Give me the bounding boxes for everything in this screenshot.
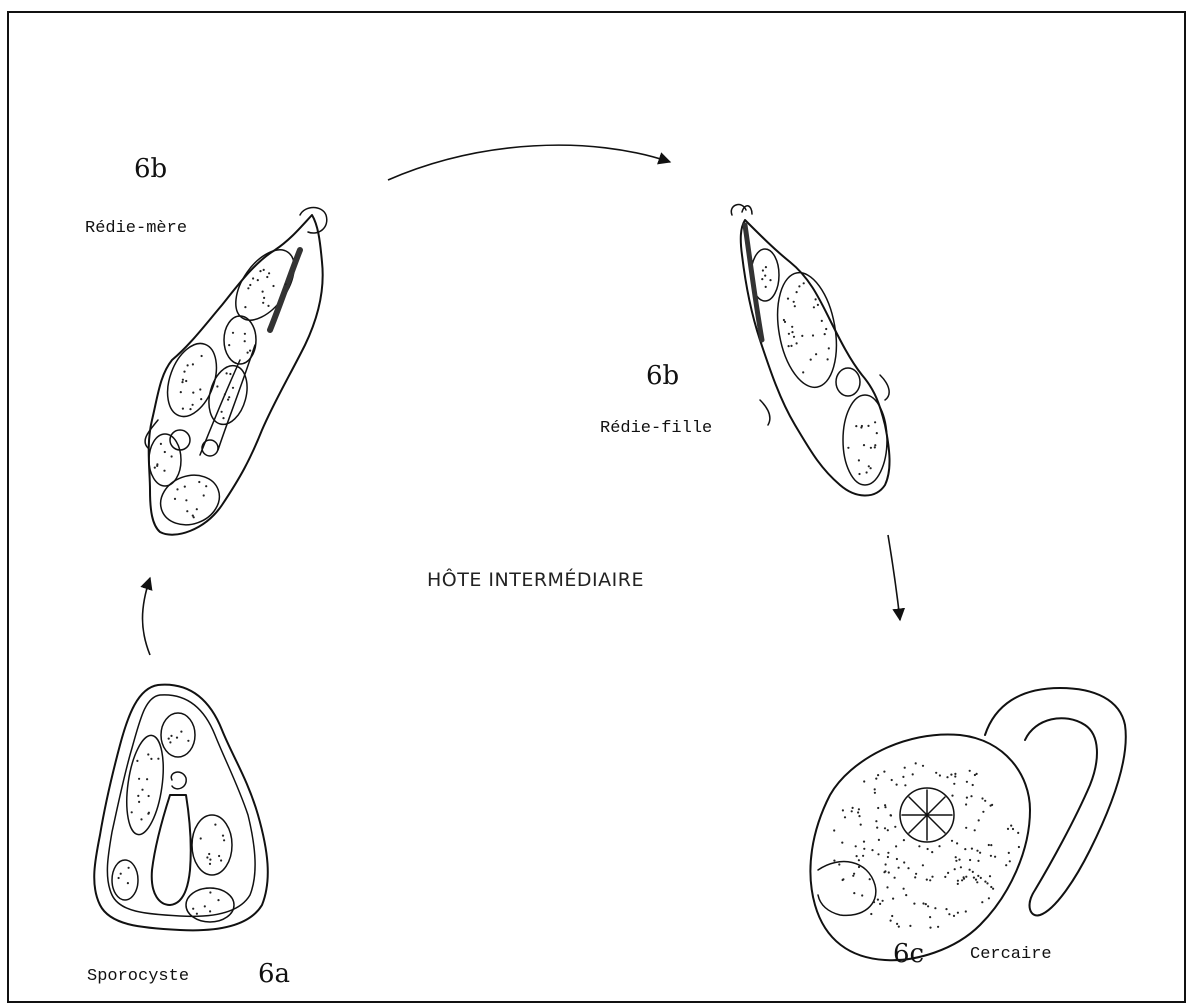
cercaire-number: 6c <box>893 939 924 969</box>
redie-fille-label: Rédie-fille <box>600 419 712 438</box>
texture-dots <box>118 266 1021 929</box>
redie-mere-drawing <box>145 208 327 535</box>
arrow-redie-mere-to-redie-fille <box>388 145 670 180</box>
arrow-sporocyste-to-redie-mere <box>143 578 151 655</box>
redie-mere-label: Rédie-mère <box>85 219 187 238</box>
center-label: HÔTE INTERMÉDIAIRE <box>427 567 644 591</box>
sporocyste-label: Sporocyste <box>87 967 189 986</box>
arrow-redie-fille-to-cercaire <box>888 535 900 620</box>
cercaire-drawing <box>810 688 1125 960</box>
redie-mere-number: 6b <box>134 154 167 184</box>
sporocyste-number: 6a <box>258 959 290 989</box>
redie-fille-drawing <box>731 205 889 496</box>
redie-fille-number: 6b <box>646 361 679 391</box>
sporocyste-drawing <box>94 685 268 931</box>
cercaire-label: Cercaire <box>970 945 1052 964</box>
